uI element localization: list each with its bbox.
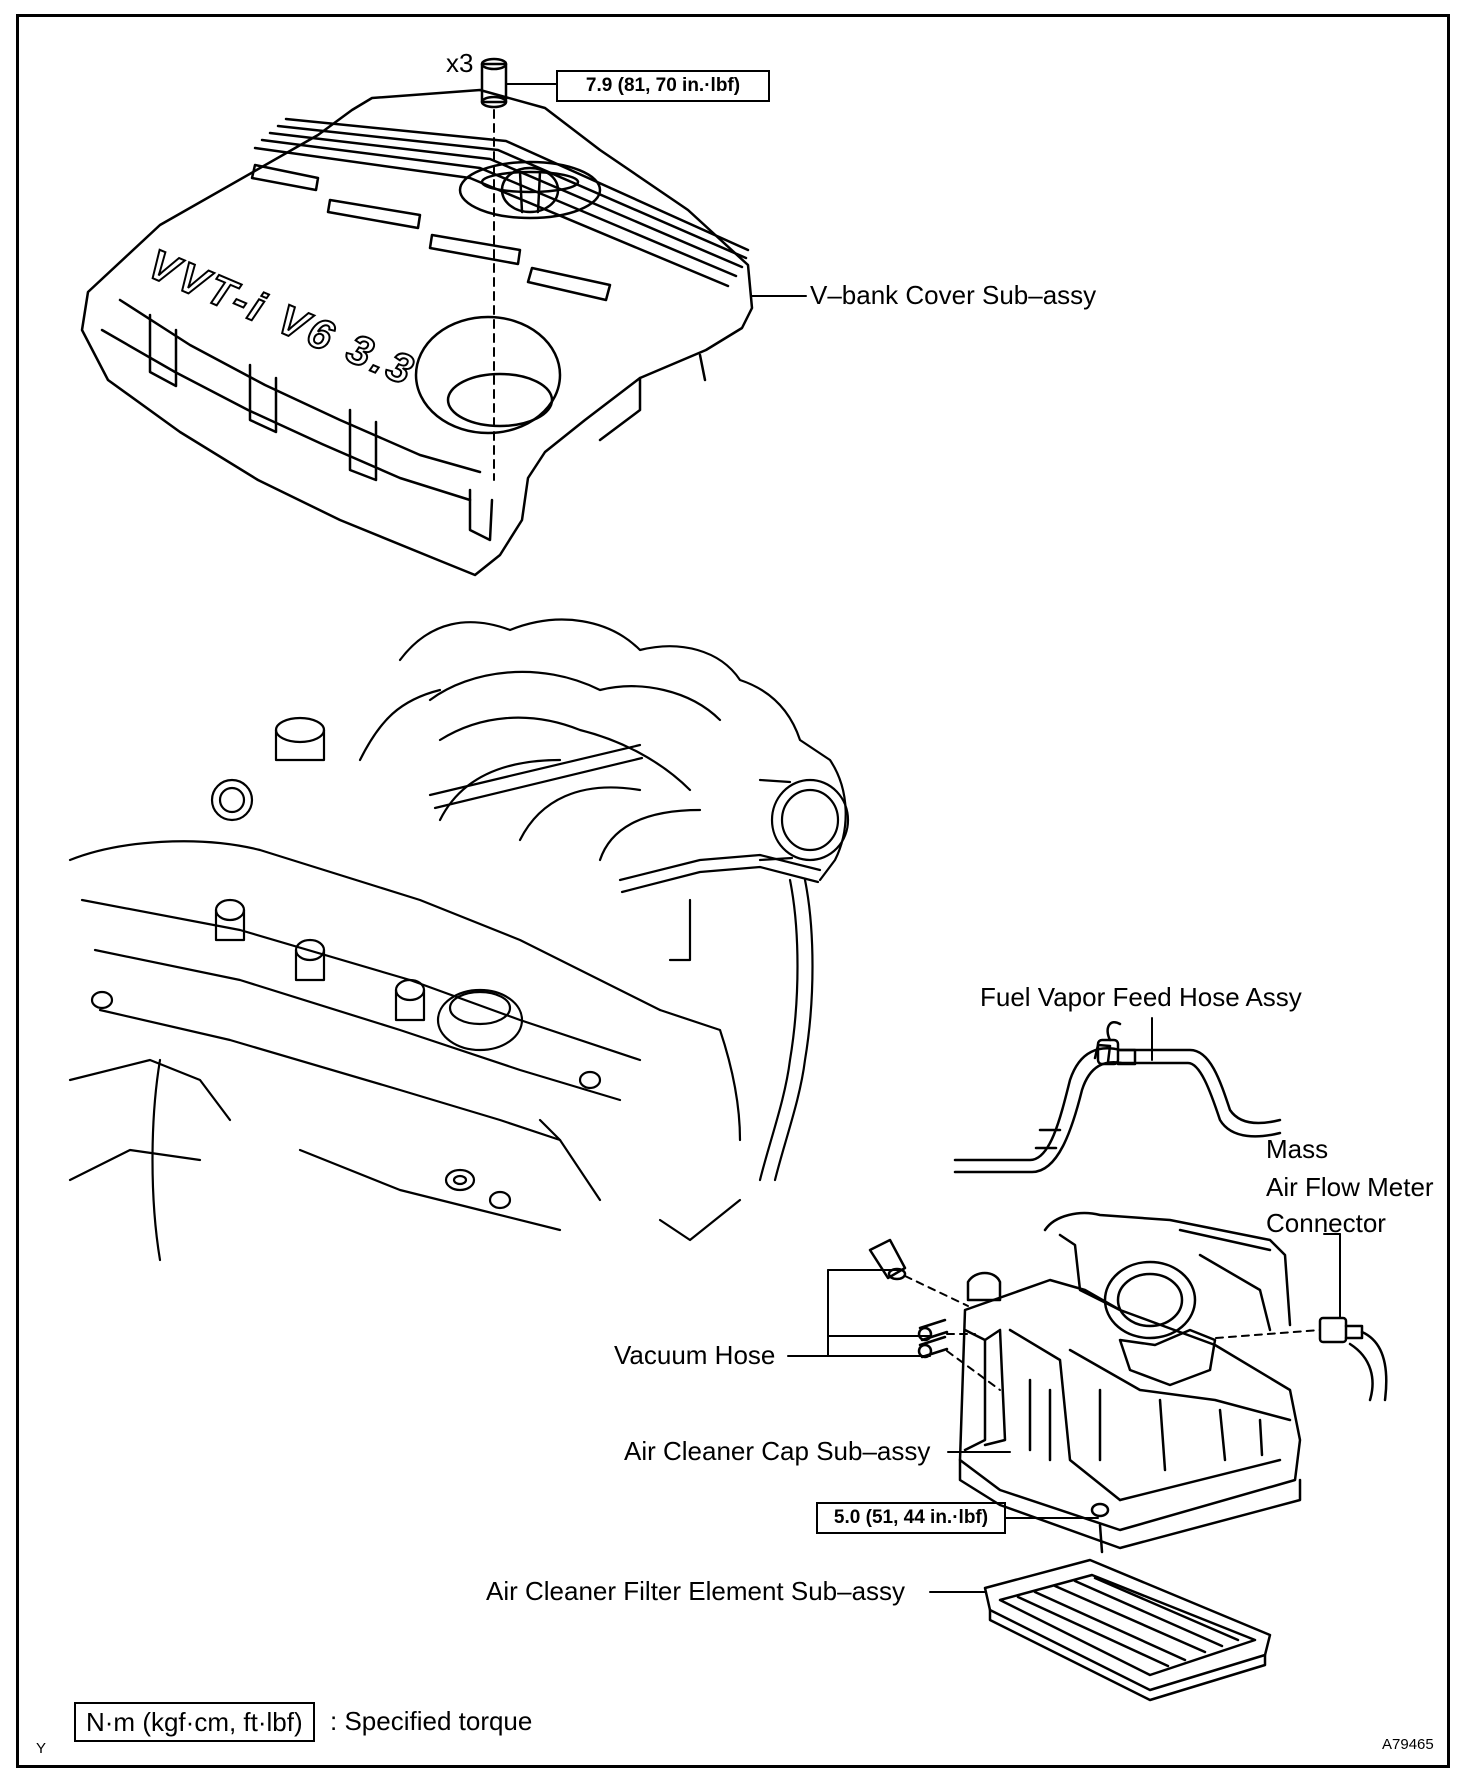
torque-legend-units: N·m (kgf·cm, ft·lbf)	[74, 1702, 315, 1742]
filter-element-drawing	[983, 1558, 1272, 1702]
torque-box-bottom: 5.0 (51, 44 in.·lbf)	[816, 1502, 1006, 1534]
vacuum-hose-label: Vacuum Hose	[614, 1340, 776, 1370]
diagram-frame	[16, 14, 1450, 1768]
maf-connector-label-line3: Connector	[1266, 1208, 1386, 1238]
quantity-label: x3	[446, 48, 474, 78]
figure-id: A79465	[1382, 1736, 1434, 1753]
fuel-vapor-hose-label: Fuel Vapor Feed Hose Assy	[980, 982, 1302, 1012]
bolt-icon	[480, 57, 508, 109]
filter-element-label: Air Cleaner Filter Element Sub–assy	[486, 1576, 906, 1606]
maf-connector-label-line2: Air Flow Meter	[1266, 1172, 1434, 1202]
corner-mark-left: Y	[36, 1740, 47, 1757]
torque-legend-description: : Specified torque	[330, 1706, 533, 1736]
vacuum-hose-drawing	[868, 1238, 1001, 1391]
leader-lines	[505, 83, 1341, 1593]
vbank-cover-drawing	[80, 57, 754, 577]
fuel-vapor-hose-drawing	[953, 1021, 1282, 1174]
engine-drawing	[68, 618, 850, 1262]
maf-connector-label-line1: Mass	[1266, 1134, 1329, 1164]
vbank-cover-label: V–bank Cover Sub–assy	[810, 280, 1097, 310]
air-cleaner-cap-label: Air Cleaner Cap Sub–assy	[624, 1436, 931, 1466]
torque-box-top: 7.9 (81, 70 in.·lbf)	[556, 70, 770, 102]
toyota-emblem-icon	[458, 160, 602, 220]
air-cleaner-drawing	[868, 1211, 1388, 1554]
